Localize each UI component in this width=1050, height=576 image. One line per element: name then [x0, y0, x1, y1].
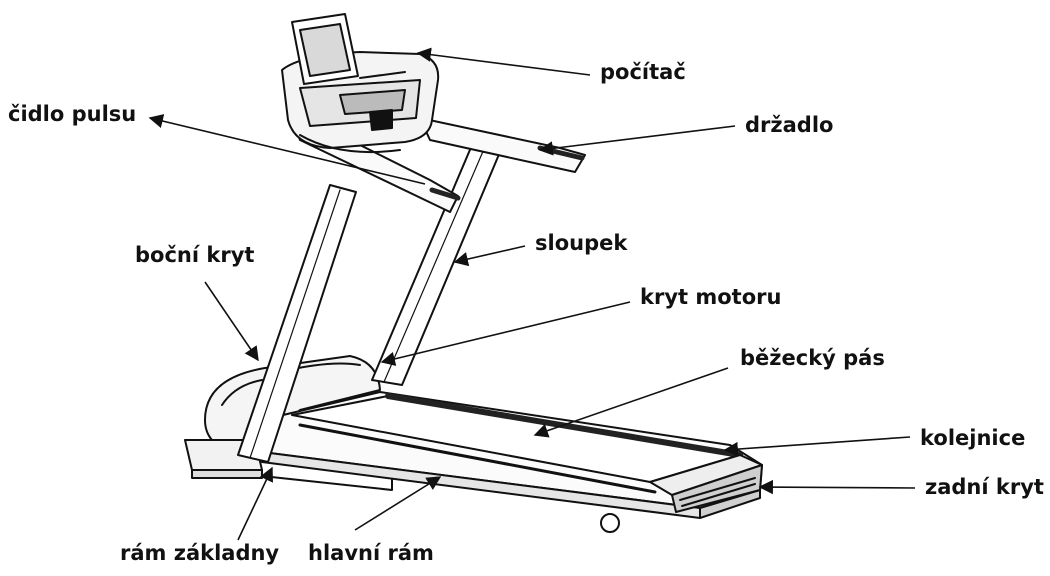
- label-hlavni-ram: hlavní rám: [308, 541, 434, 565]
- upright-posts-drawing: [237, 144, 501, 463]
- console-drawing: [281, 13, 440, 154]
- arrow-kryt-motoru: [380, 301, 631, 366]
- label-sloupek: sloupek: [535, 231, 628, 255]
- label-drzadlo: držadlo: [745, 113, 834, 137]
- label-bezecky-pas: běžecký pás: [740, 346, 885, 370]
- label-bocni-kryt: boční kryt: [135, 243, 255, 267]
- label-zadni-kryt: zadní kryt: [925, 475, 1044, 499]
- label-cidlo-pulsu: čidlo pulsu: [8, 102, 137, 126]
- arrow-hlavni-ram: [354, 476, 442, 531]
- label-pocitac: počítač: [600, 60, 686, 84]
- label-kryt-motoru: kryt motoru: [640, 285, 782, 309]
- motor-cover-drawing: [204, 355, 381, 441]
- arrow-pocitac: [416, 47, 591, 76]
- arrow-kolejnice: [723, 436, 911, 457]
- arrow-drzadlo: [538, 125, 736, 156]
- rear-cover-drawing: [649, 454, 763, 513]
- label-kolejnice: kolejnice: [920, 426, 1026, 450]
- label-ram-zakladny: rám základny: [120, 541, 280, 565]
- arrow-ram-zakladny: [237, 466, 273, 541]
- arrow-zadni-kryt: [758, 479, 916, 495]
- arrow-bocni-kryt: [204, 281, 259, 362]
- arrow-bezecky-pas: [533, 367, 729, 438]
- arrow-cidlo-pulsu: [148, 114, 426, 185]
- arrow-sloupek: [453, 245, 526, 267]
